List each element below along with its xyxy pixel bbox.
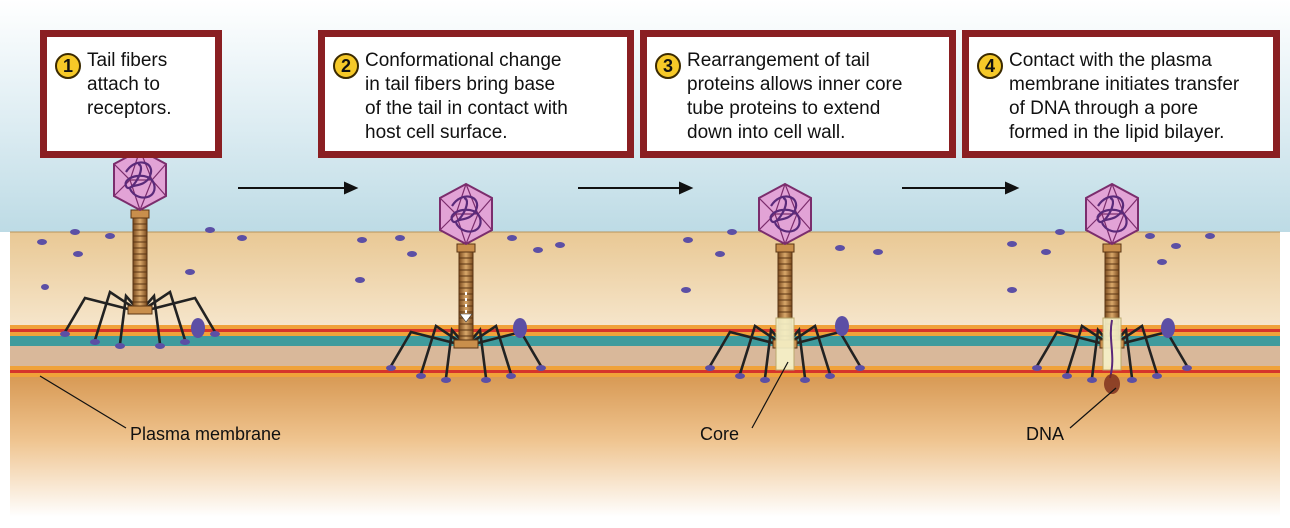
step-4-box: 4 Contact with the plasma membrane initi… xyxy=(962,30,1280,158)
step-description: Conformational change in tail fibers bri… xyxy=(365,50,568,143)
cell-wall xyxy=(10,232,1280,328)
plasma-membrane-layers xyxy=(10,325,1280,377)
dna-strand xyxy=(1109,319,1114,379)
step-description: Tail fibers attach to receptors. xyxy=(87,50,172,119)
plasma-membrane-label: Plasma membrane xyxy=(130,424,282,444)
core-label: Core xyxy=(700,424,740,444)
dna-label: DNA xyxy=(1026,424,1065,444)
step-number-badge: 4 xyxy=(977,53,1003,79)
cytoplasm xyxy=(10,377,1280,517)
receptor-proteins xyxy=(37,227,1215,293)
anchored-receptors xyxy=(191,316,1175,338)
arrow-right-icon xyxy=(578,181,694,195)
step-2-box: 2 Conformational change in tail fibers b… xyxy=(318,30,634,158)
step-number-badge: 3 xyxy=(655,53,681,79)
step-number-badge: 1 xyxy=(55,53,81,79)
core-tube xyxy=(775,317,795,371)
arrow-right-icon xyxy=(902,181,1020,195)
step-description: Contact with the plasma membrane initiat… xyxy=(1009,50,1240,143)
step-3-box: 3 Rearrangement of tail proteins allows … xyxy=(640,30,956,158)
arrow-right-icon xyxy=(238,181,359,195)
step-1-box: 1 Tail fibers attach to receptors. xyxy=(40,30,222,158)
plasma-membrane-leader xyxy=(39,375,127,429)
core-leader xyxy=(751,361,789,429)
dna-leader xyxy=(1069,387,1117,429)
step-number-badge: 2 xyxy=(333,53,359,79)
step-description: Rearrangement of tail proteins allows in… xyxy=(687,50,903,143)
